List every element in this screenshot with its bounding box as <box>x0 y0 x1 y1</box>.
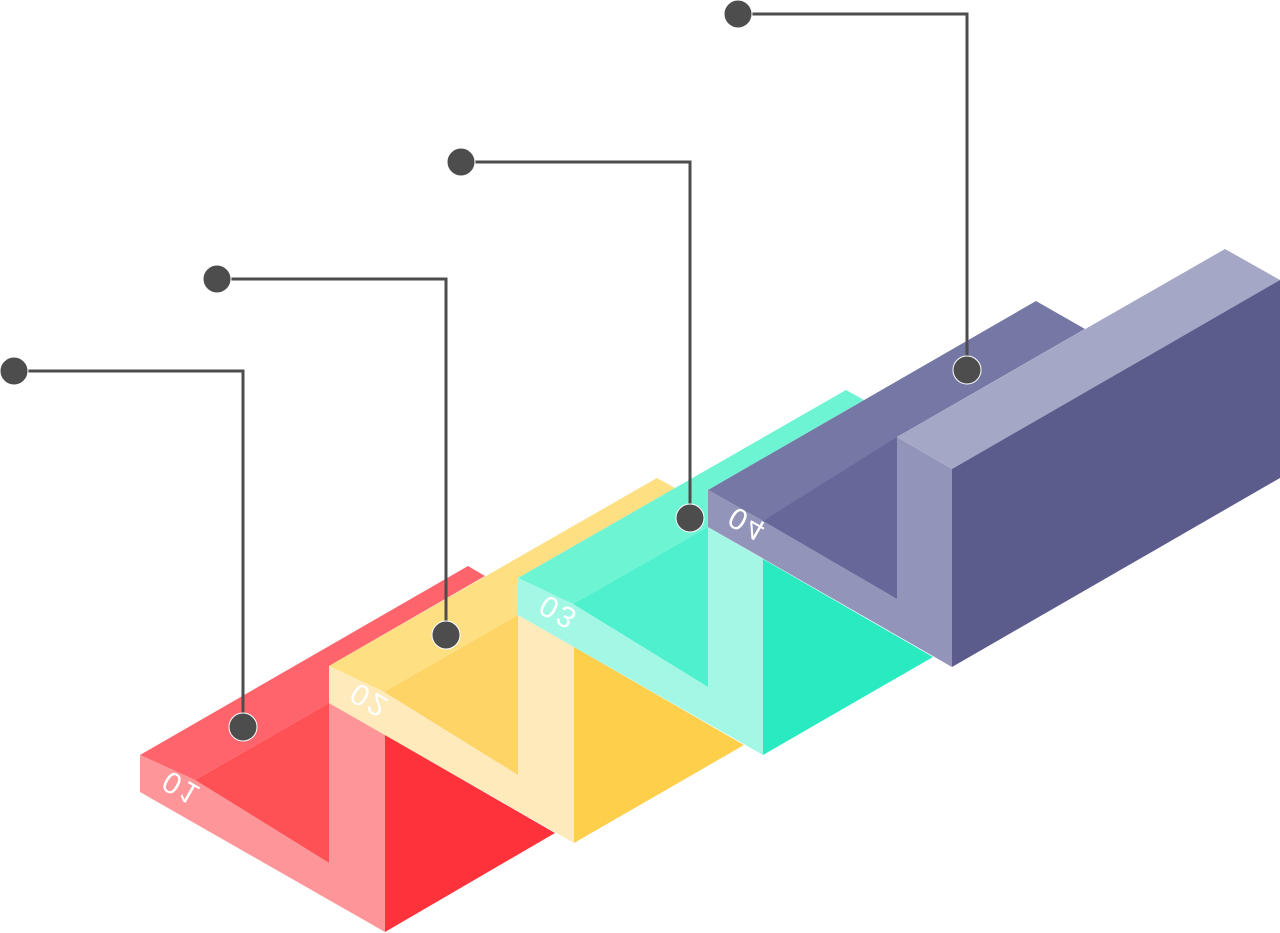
connector-01-end-dot <box>228 712 258 742</box>
step-04-right-face <box>952 280 1280 667</box>
connector-04-end-dot <box>952 355 982 385</box>
connector-04-line <box>738 12 969 370</box>
step-01-right-face <box>385 735 555 932</box>
step-02-front-face <box>384 615 518 775</box>
connector-03-line <box>461 160 692 518</box>
step-03-front-face <box>573 527 708 687</box>
connectors <box>0 0 982 742</box>
connector-04-start-dot <box>723 0 753 29</box>
connector-01-line <box>14 369 245 727</box>
step-02-left-face <box>329 615 574 843</box>
step-01-top-face <box>140 566 485 780</box>
step-01-left-face <box>140 703 385 932</box>
connector-02-start-dot <box>202 264 232 294</box>
connector-03-start-dot <box>446 147 476 177</box>
step-01-front-face <box>195 703 329 863</box>
step-02-top-face <box>329 478 675 692</box>
step-02-right-face <box>574 647 744 843</box>
step-03-left-face <box>518 527 763 755</box>
step-04-left-face <box>708 437 952 667</box>
connector-02-end-dot <box>431 620 461 650</box>
connector-01-start-dot <box>0 356 29 386</box>
step-04: 04 <box>708 249 1280 667</box>
step-01: 01 <box>140 566 555 932</box>
step-04-ledge-face <box>897 249 1280 469</box>
step-02: 02 <box>329 478 744 843</box>
step-03-right-face <box>763 559 933 755</box>
connector-02-line <box>217 277 448 635</box>
connector-03-end-dot <box>675 503 705 533</box>
step-04-front-face <box>763 437 897 599</box>
